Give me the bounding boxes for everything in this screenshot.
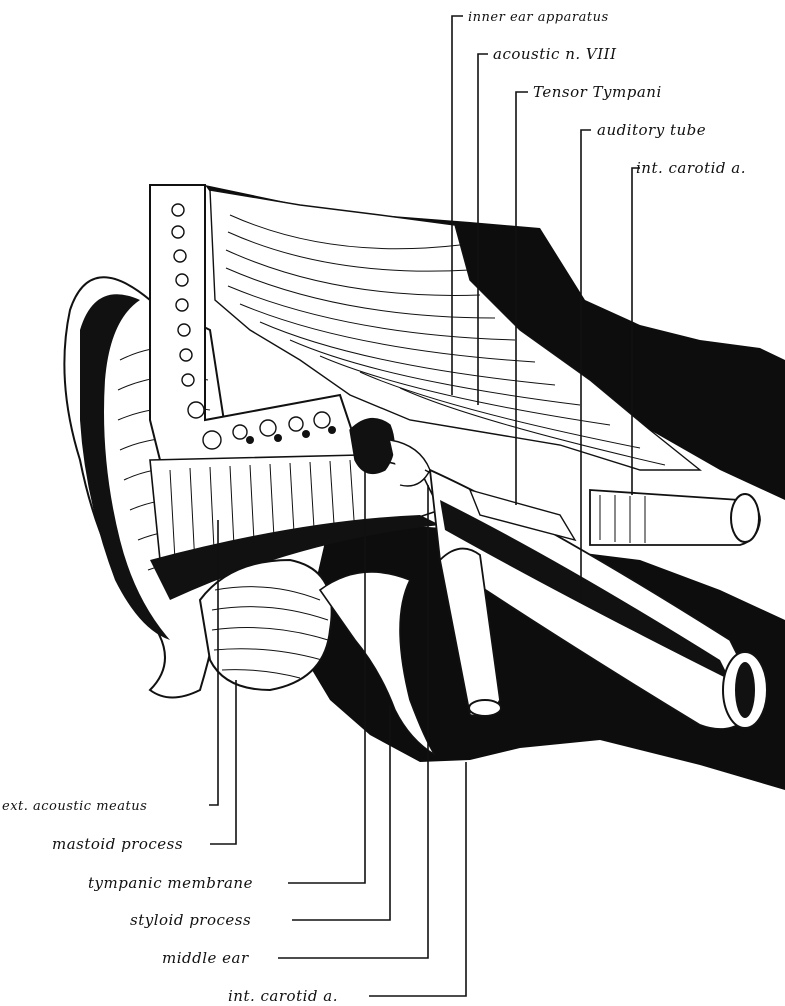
label-tympanic: tympanic membrane [88,874,253,892]
label-middle-ear: middle ear [162,949,249,967]
label-acoustic-nerve: acoustic n. VIII [493,45,617,63]
label-mastoid: mastoid process [52,835,183,853]
label-inner-ear: inner ear apparatus [468,10,609,25]
label-styloid: styloid process [130,911,251,929]
label-int-carotid-top: int. carotid a. [636,159,746,177]
label-tensor-tympani: Tensor Tympani [533,83,662,101]
drawing [64,185,785,790]
leader-mastoid [210,680,236,844]
leader-int-carotid-bottom [369,762,466,996]
label-auditory-tube: auditory tube [597,121,706,139]
label-int-carotid-bottom: int. carotid a. [228,987,338,1005]
mastoid-process [200,560,332,690]
label-ext-meatus: ext. acoustic meatus [2,799,147,814]
